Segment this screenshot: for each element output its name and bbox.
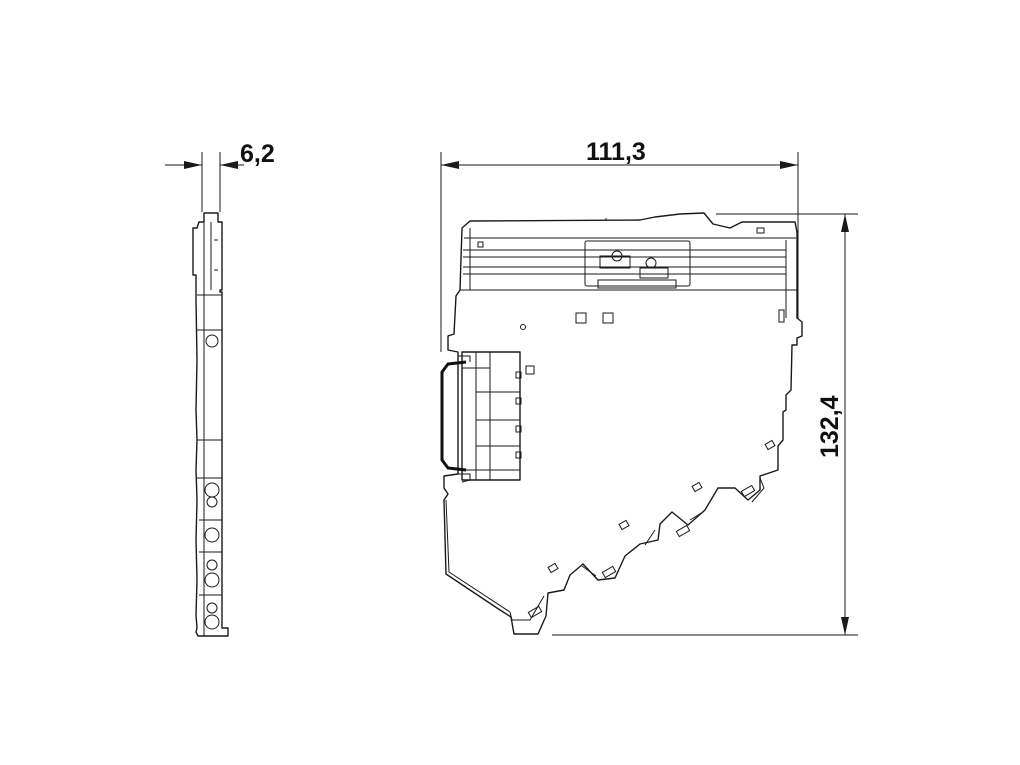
- front-module-outline: [443, 212, 803, 635]
- front-height-label: 132,4: [816, 395, 844, 458]
- front-view: 111,3 132,4: [440, 138, 858, 636]
- din-rail-foot: [440, 351, 522, 483]
- front-width-dimension: 111,3: [440, 138, 799, 352]
- front-height-dimension: 132,4: [552, 213, 858, 636]
- side-width-dimension: 6,2: [165, 140, 275, 212]
- side-width-label: 6,2: [240, 140, 275, 168]
- front-width-label: 111,3: [586, 138, 646, 166]
- side-module-outline: [192, 212, 229, 637]
- side-view: 6,2: [165, 140, 275, 637]
